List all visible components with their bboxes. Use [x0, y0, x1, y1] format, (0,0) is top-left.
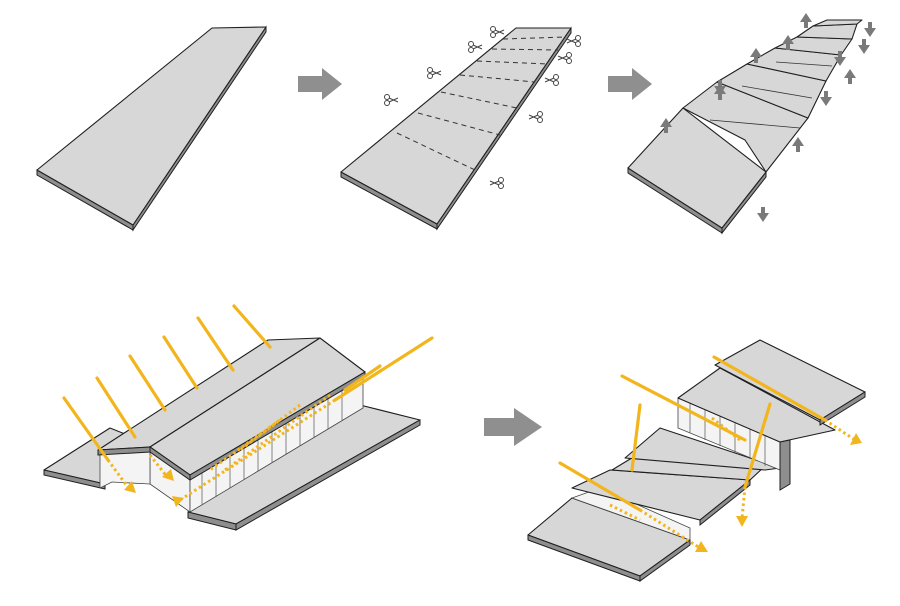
sun-rays: [558, 355, 862, 552]
scissors-icon: [528, 111, 543, 123]
sun-ray: [128, 354, 167, 412]
segment-fold: [775, 61, 833, 67]
ray-arrowhead: [124, 481, 136, 493]
tilted-segment: [812, 19, 863, 27]
sun-ray: [95, 376, 137, 439]
sawtooth-slab: [677, 367, 836, 443]
slab-edge: [819, 391, 866, 426]
sun-ray-diffuse: [106, 459, 132, 491]
scissors-icon: [468, 41, 483, 53]
process-arrow-icon-1: [298, 68, 342, 100]
scissors-icon: [490, 26, 505, 38]
sun-ray-diffuse: [239, 403, 301, 452]
sun-ray: [162, 335, 199, 390]
sun-ray: [196, 316, 235, 372]
step-2-cut-slab: [340, 26, 581, 231]
sun-ray-diffuse: [609, 503, 641, 522]
flat-slab: [36, 26, 267, 226]
process-arrow-icon-3: [484, 408, 542, 446]
cut-line: [502, 36, 567, 40]
sun-rays: [62, 304, 434, 507]
sun-ray-diffuse: [639, 508, 701, 550]
process-arrow-icon: [608, 68, 652, 100]
cut-slab: [340, 27, 572, 225]
sun-ray: [62, 396, 110, 462]
scissors-icon: [427, 67, 442, 79]
scissors-icon: [384, 94, 399, 106]
segment-fold: [741, 85, 813, 99]
sun-ray-diffuse: [824, 418, 856, 442]
ray-arrowhead: [172, 496, 184, 507]
slab-edge: [639, 539, 691, 582]
sun-ray: [558, 461, 642, 512]
sun-ray-diffuse: [209, 418, 281, 472]
sun-ray: [630, 403, 642, 472]
sawtooth-roof-building: [527, 339, 866, 582]
process-arrow-icon: [298, 68, 342, 100]
ray-arrowhead: [850, 433, 862, 445]
sun-ray: [743, 402, 772, 489]
cut-line: [459, 74, 536, 83]
scissors-icon: [557, 52, 572, 64]
process-arrow-icon-2: [608, 68, 652, 100]
slab-edge: [699, 478, 751, 527]
scissors-icon: [489, 177, 504, 189]
step-3-tilted-segments: [627, 13, 876, 235]
sun-ray: [333, 336, 434, 402]
sun-ray: [343, 364, 382, 392]
ground-edge: [235, 419, 421, 531]
cut-line: [440, 91, 518, 109]
tilted-segment: [682, 81, 809, 173]
roof-edge: [149, 446, 191, 481]
step-1-flat-slab: [36, 25, 267, 232]
down-arrow-icon: [714, 22, 876, 222]
ray-arrowhead: [162, 469, 174, 481]
scissors-icon: [566, 35, 581, 47]
scissors-icon: [544, 74, 559, 86]
sun-ray: [712, 355, 827, 422]
segment-fold: [709, 119, 801, 129]
sun-ray-diffuse: [711, 416, 741, 442]
ray-arrowhead: [695, 541, 708, 552]
pitched-roof-building: [43, 304, 434, 531]
sun-ray: [232, 304, 272, 349]
process-arrow-icon: [484, 408, 542, 446]
cut-line: [476, 60, 549, 65]
ground-edge: [43, 469, 106, 490]
ray-arrowhead: [736, 516, 748, 527]
slab-edge: [779, 439, 791, 491]
sun-ray-diffuse: [148, 454, 170, 479]
cut-line: [491, 48, 559, 51]
